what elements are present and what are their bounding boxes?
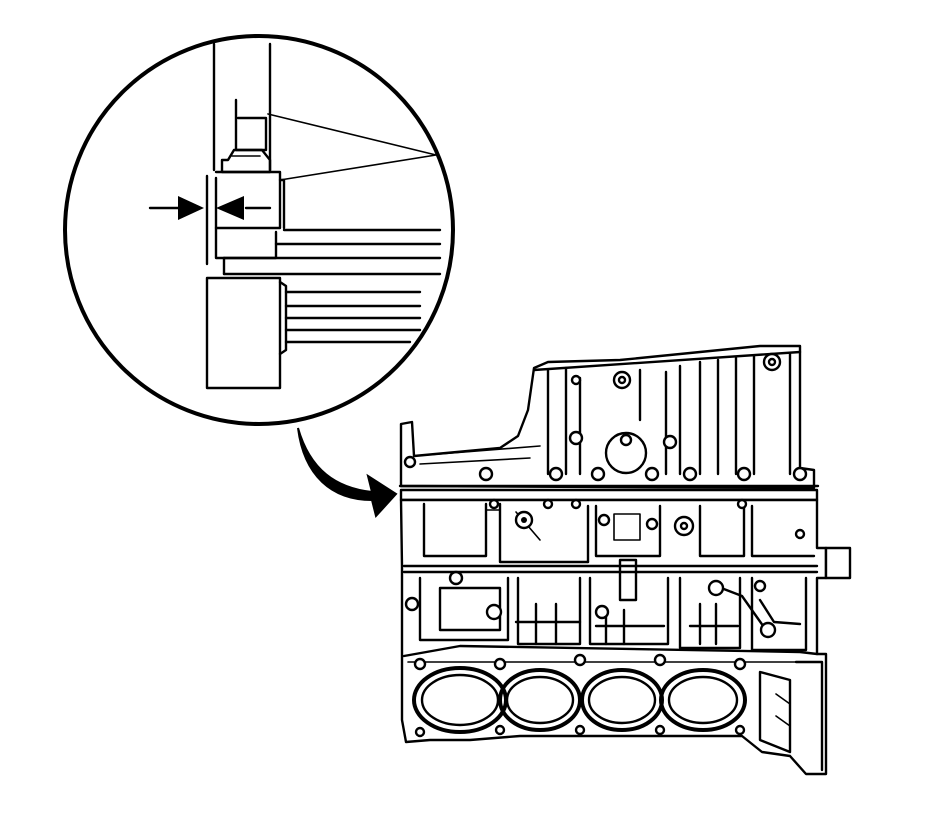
detail-upper-flange	[212, 42, 272, 172]
block-upper-bolts	[488, 498, 806, 540]
detail-view	[63, 34, 455, 426]
detail-oil-pan	[205, 276, 282, 390]
cylinder-bores	[412, 666, 747, 734]
detail-block-face	[214, 170, 282, 230]
engine-block	[398, 344, 852, 776]
detail-leader-lines	[267, 113, 437, 181]
detail-bolt-head	[234, 98, 268, 152]
pan-bolts	[403, 455, 808, 482]
block-lower-bolts	[404, 570, 777, 639]
oil-pan-outline	[399, 344, 816, 490]
measurement-arrows-icon	[148, 196, 272, 220]
detail-circle	[63, 34, 455, 426]
block-upper-rail	[399, 488, 819, 502]
callout-arrow-icon	[297, 427, 398, 519]
head-bolt-holes	[413, 653, 747, 738]
oil-filter-housing	[604, 431, 648, 475]
